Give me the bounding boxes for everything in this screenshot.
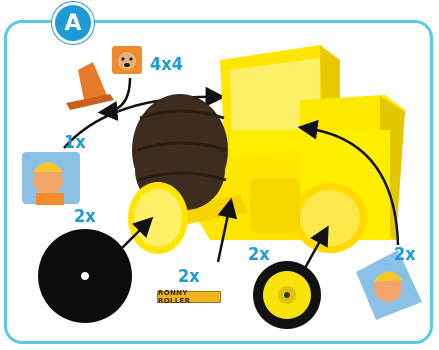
black-disc-icon: [38, 229, 132, 323]
dog-tile-icon: [112, 46, 142, 74]
wheel-icon: [253, 261, 321, 329]
sticker-count: 2x: [178, 266, 200, 287]
cone-icon: [66, 62, 114, 110]
worker-tile-icon: [22, 152, 80, 205]
cushion-count: 1x: [64, 132, 86, 153]
right-tile-count: 2x: [394, 244, 416, 265]
wheel-count: 2x: [248, 244, 270, 265]
tile-count: 4x4: [150, 54, 183, 75]
ronny-roller-sticker: RONNY ROLLER: [157, 291, 221, 303]
disc-count: 2x: [74, 206, 96, 227]
